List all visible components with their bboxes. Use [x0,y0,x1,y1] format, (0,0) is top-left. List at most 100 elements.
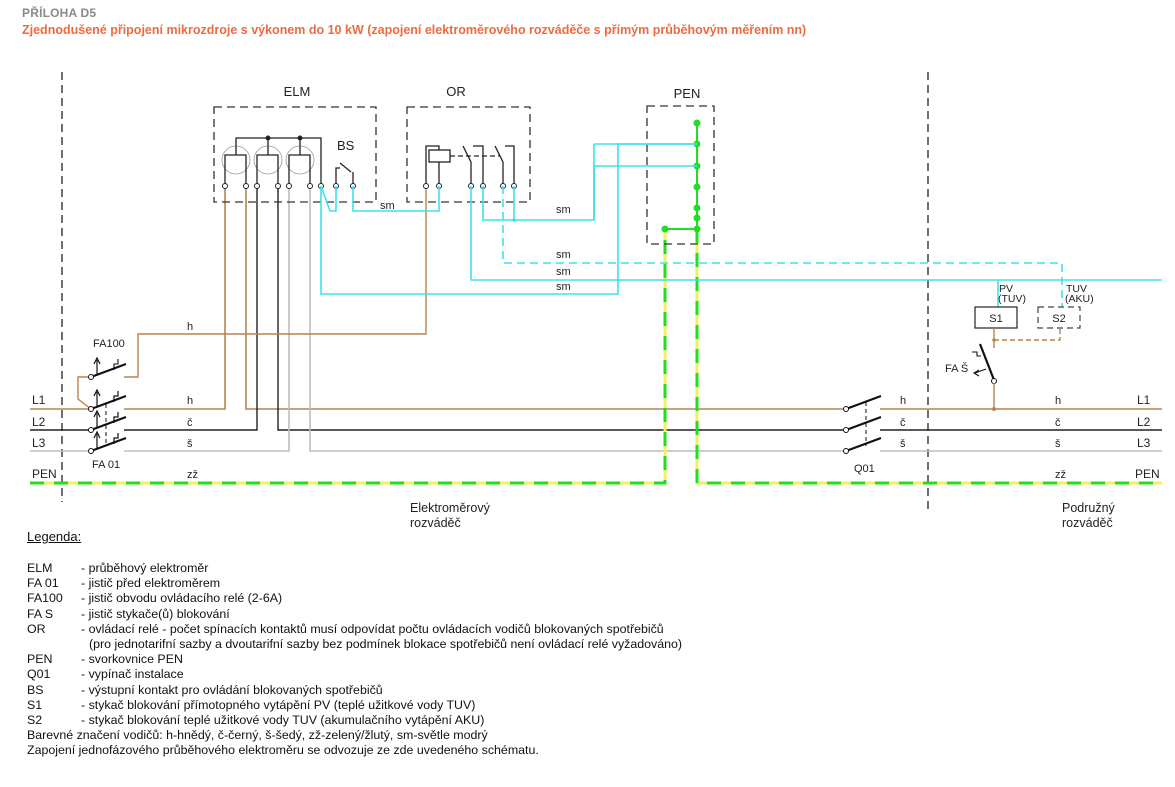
wire-label-sm: sm [556,204,571,216]
legend-desc: - jistič obvodu ovládacího relé (2-6A) [81,591,283,606]
contactor-s2-box [1037,306,1081,329]
bs-label: BS [337,138,355,153]
legend-key: S2 [27,713,43,728]
legend-note-single-phase: Zapojení jednofázového průběhového elekt… [27,743,539,758]
legend-desc: (pro jednotarifní sazby a dvoutarifní sa… [89,637,683,652]
line-label-l1: L1 [32,393,46,407]
wire-label-h: h [187,321,193,333]
junction-dot [512,218,516,222]
wire-label-c: č [900,417,906,429]
s2-label: S2 [1052,313,1065,325]
legend-item: BS - výstupní kontakt pro ovládání blokov… [27,683,682,698]
elm-terminals [222,183,356,189]
or-relay-elements [425,145,515,186]
wire-label-sm: sm [556,281,571,293]
legend-item: Q01 - vypínač instalace [27,667,682,682]
legend-key: FA S [27,606,54,621]
legend-desc: - jistič stykače(ů) blokování [81,606,230,621]
wire-l3-from-elm [309,186,846,452]
tuv-sub-label: (AKU) [1065,293,1094,305]
legend-item: ELM - průběhový elektroměr [27,561,682,576]
line-label-l3: L3 [32,436,46,450]
legend-item: S2- stykač blokování teplé užitkové vody… [27,713,682,728]
wire-l1-from-elm [245,186,846,410]
pv-label: PV [999,283,1013,295]
elm-meter-elements [221,135,354,186]
tuv-label: TUV [1066,283,1087,295]
s1-label: S1 [989,313,1002,325]
elm-label: ELM [284,84,311,99]
wire-l2-from-elm [277,186,846,431]
legend-note-colors: Barevné značení vodičů: h-hnědý, č-černý… [27,728,488,743]
fa01-label: FA 01 [92,459,120,471]
wire-label-h: h [1055,395,1061,407]
breaker-fa100-terminal [88,374,94,380]
wire-sm-to-pen-2 [593,165,697,220]
legend-item: FA 01 - jistič před elektroměrem [27,576,682,591]
switch-q01-symbol [845,394,882,453]
wire-label-s: š [900,438,906,450]
breaker-fa100-symbol [90,356,127,379]
control-wires-sm [320,143,1162,310]
wire-label-h: h [187,395,193,407]
wire-l2-to-elm [124,186,258,431]
zone-label-sub-board: Podružný [1062,501,1116,515]
contactor-s1-box [974,306,1018,329]
diagram-title: Zjednodušené připojení mikrozdroje s výk… [22,23,807,37]
zone-label-meter-board: rozváděč [410,516,461,530]
legend-key: FA100 [27,591,63,606]
breaker-fas-terminal [991,378,997,384]
wire-label-sm: sm [380,200,395,212]
wire-label-sm: sm [556,249,571,261]
legend-key: BS [27,682,44,697]
zone-label-meter-board: Elektroměrový [410,501,491,515]
elm-box [213,106,377,203]
or-box [406,106,531,203]
legend-desc: - jistič před elektroměrem [81,576,221,591]
legend-title: Legenda: [27,529,82,544]
legend-key: Q01 [27,667,51,682]
wire-label-h: h [900,395,906,407]
junction-dot [992,338,996,342]
legend-key: ELM [27,561,53,575]
legend-key: PEN [27,652,53,667]
line-label-l3: L3 [1137,436,1151,450]
wire-label-s: š [1055,438,1061,450]
wire-label-c: č [187,417,193,429]
pen-busbar [661,119,701,233]
legend: ELM - průběhový elektroměr FA 01 - jistič … [27,561,682,759]
pen-box [646,105,715,245]
wire-fa100-feed [77,376,92,410]
legend-item: FA S - jistič stykače(ů) blokování [27,607,682,622]
q01-label: Q01 [854,463,875,475]
or-label: OR [446,84,466,99]
breaker-fa01-symbol [90,388,127,453]
wire-l3-to-elm [124,186,290,452]
legend-desc: - průběhový elektroměr [81,561,209,575]
legend-desc: - vypínač instalace [81,667,184,682]
legend-key: OR [27,621,46,636]
legend-desc: - svorkovnice PEN [81,652,183,667]
breaker-fas-symbol [972,343,996,381]
appendix-label: PŘÍLOHA D5 [22,6,97,20]
wire-label-zz: zž [187,469,198,481]
wire-label-c: č [1055,417,1061,429]
legend-key [27,637,81,652]
legend-key: FA 01 [27,576,59,591]
line-label-l2: L2 [1137,415,1151,429]
line-label-pen: PEN [1135,467,1160,481]
switch-q01-terminals [843,406,849,454]
legend-item: OR- ovládací relé - počet spínacích kont… [27,622,682,637]
line-label-l1: L1 [1137,393,1151,407]
pen-box-label: PEN [674,86,701,101]
wire-sm-dashed [502,186,1063,310]
wire-label-zz: zž [1055,469,1066,481]
legend-item: PEN - svorkovnice PEN [27,652,682,667]
line-label-pen: PEN [32,467,57,481]
legend-item: FA100 - jistič obvodu ovládacího relé (2-… [27,591,682,606]
zone-label-sub-board: rozváděč [1062,516,1113,530]
wire-l1-to-elm [124,186,226,410]
legend-desc: - výstupní kontakt pro ovládání blokovan… [81,682,383,697]
wire-pen [30,229,1162,485]
